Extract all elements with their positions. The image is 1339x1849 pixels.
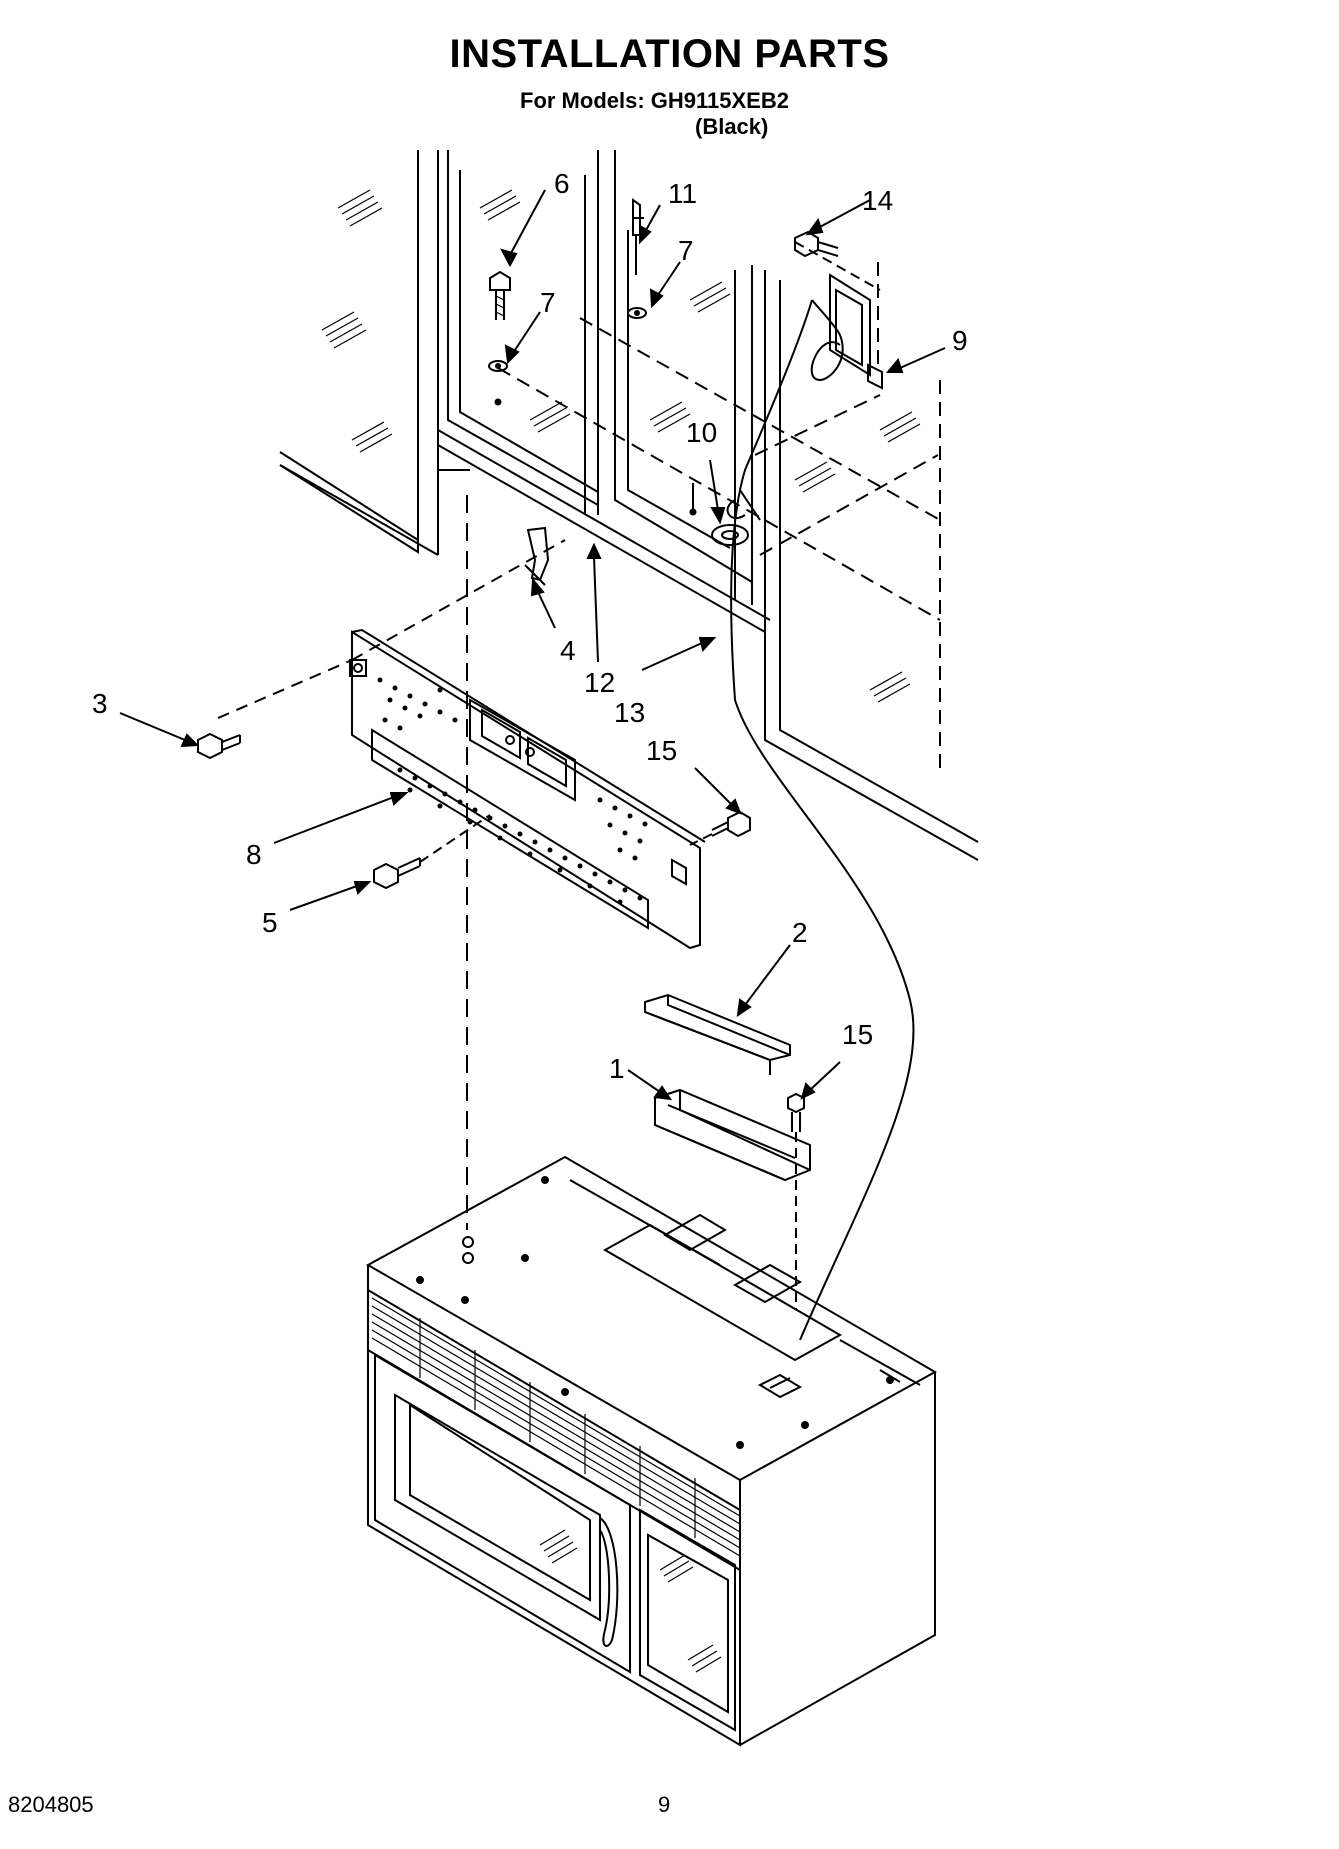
callout-5: 5 [262, 907, 278, 938]
color-line: (Black) [695, 114, 769, 139]
screw-3 [197, 732, 241, 760]
callout-14: 14 [862, 185, 893, 216]
bracket-4 [524, 526, 550, 586]
callout-8: 8 [246, 839, 262, 870]
washer-7b [627, 307, 697, 516]
mounting-plate-8 [217, 539, 706, 950]
screw-15-upper [689, 810, 751, 846]
washer-7a [488, 360, 508, 406]
callout-1: 1 [609, 1053, 625, 1084]
callout-7-left: 7 [540, 287, 556, 318]
callout-15-upper: 15 [646, 735, 677, 766]
callout-7-right: 7 [678, 235, 694, 266]
callout-leaders [119, 189, 946, 1101]
screw-14 [794, 230, 839, 258]
callout-10: 10 [686, 417, 717, 448]
models-line: For Models: GH9115XEB2 [520, 88, 789, 113]
wall-cabinets [279, 150, 979, 861]
vent-adapter-1 [654, 1088, 811, 1182]
callout-9: 9 [952, 325, 968, 356]
callout-numbers: 1 2 3 4 5 6 7 7 8 9 10 11 12 13 14 15 15 [92, 168, 968, 1084]
power-cord [726, 299, 915, 1341]
callout-4: 4 [560, 635, 576, 666]
page-title: INSTALLATION PARTS [449, 32, 890, 76]
callout-11: 11 [668, 178, 697, 209]
document-number: 8204805 [8, 1792, 94, 1817]
callout-15-lower: 15 [842, 1019, 873, 1050]
screw-6 [489, 270, 511, 320]
clamp-9 [867, 363, 883, 390]
vent-damper-2 [644, 993, 791, 1075]
microwave-oven [365, 1155, 938, 1747]
callout-13: 13 [614, 697, 645, 728]
callout-2: 2 [792, 917, 808, 948]
callout-6: 6 [554, 168, 570, 199]
page-number: 9 [658, 1792, 671, 1817]
callout-3: 3 [92, 688, 108, 719]
callout-12: 12 [584, 667, 615, 698]
wall-outlet [794, 241, 881, 377]
grommet-10 [711, 524, 749, 546]
screw-5 [373, 814, 491, 890]
